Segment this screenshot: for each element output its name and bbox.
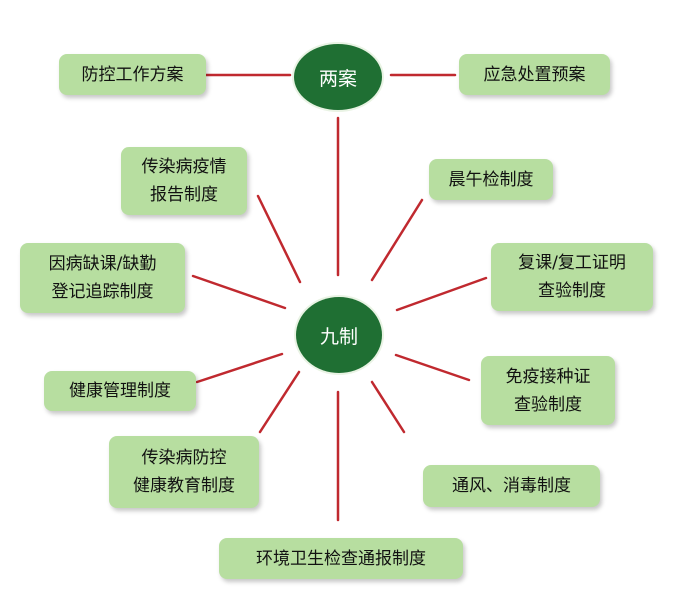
connector-line xyxy=(370,198,424,282)
box-resume-certificate: 复课/复工证明 查验制度 xyxy=(491,243,653,311)
box-ventilation-disinfection-label: 通风、消毒制度 xyxy=(452,476,571,496)
hub-nine-systems: 九制 xyxy=(296,297,382,373)
connector-line xyxy=(258,370,301,434)
box-infection-report-label: 传染病疫情 报告制度 xyxy=(141,157,227,205)
box-health-management: 健康管理制度 xyxy=(44,371,196,411)
box-absence-tracking-label: 因病缺课/缺勤 登记追踪制度 xyxy=(48,254,157,302)
hub-two-plans-label: 两案 xyxy=(318,67,357,90)
box-emergency-plan: 应急处置预案 xyxy=(459,54,610,95)
box-prevention-plan-label: 防控工作方案 xyxy=(81,64,184,85)
box-prevention-plan: 防控工作方案 xyxy=(59,54,206,95)
box-vaccination-check: 免疫接种证 查验制度 xyxy=(481,356,615,425)
box-vaccination-check-label: 免疫接种证 查验制度 xyxy=(505,366,591,415)
box-morning-check: 晨午检制度 xyxy=(429,159,553,200)
box-absence-tracking: 因病缺课/缺勤 登记追踪制度 xyxy=(20,243,185,313)
connector-line xyxy=(191,274,287,310)
box-health-education-label: 传染病防控 健康教育制度 xyxy=(133,448,235,496)
box-infection-report: 传染病疫情 报告制度 xyxy=(121,147,247,215)
box-health-education: 传染病防控 健康教育制度 xyxy=(109,436,259,508)
connector-line xyxy=(370,380,406,434)
box-health-management-label: 健康管理制度 xyxy=(69,381,171,401)
box-ventilation-disinfection: 通风、消毒制度 xyxy=(423,465,600,507)
connector-line xyxy=(395,276,488,312)
connector-line xyxy=(256,194,302,284)
box-hygiene-inspection: 环境卫生检查通报制度 xyxy=(219,538,463,579)
box-emergency-plan-label: 应急处置预案 xyxy=(483,64,586,85)
hub-two-plans: 两案 xyxy=(294,44,382,110)
connector-line xyxy=(394,353,471,382)
box-resume-certificate-label: 复课/复工证明 查验制度 xyxy=(518,253,626,301)
hub-nine-systems-label: 九制 xyxy=(319,325,358,348)
box-morning-check-label: 晨午检制度 xyxy=(448,169,534,190)
connector-line xyxy=(195,352,284,384)
box-hygiene-inspection-label: 环境卫生检查通报制度 xyxy=(256,548,426,569)
